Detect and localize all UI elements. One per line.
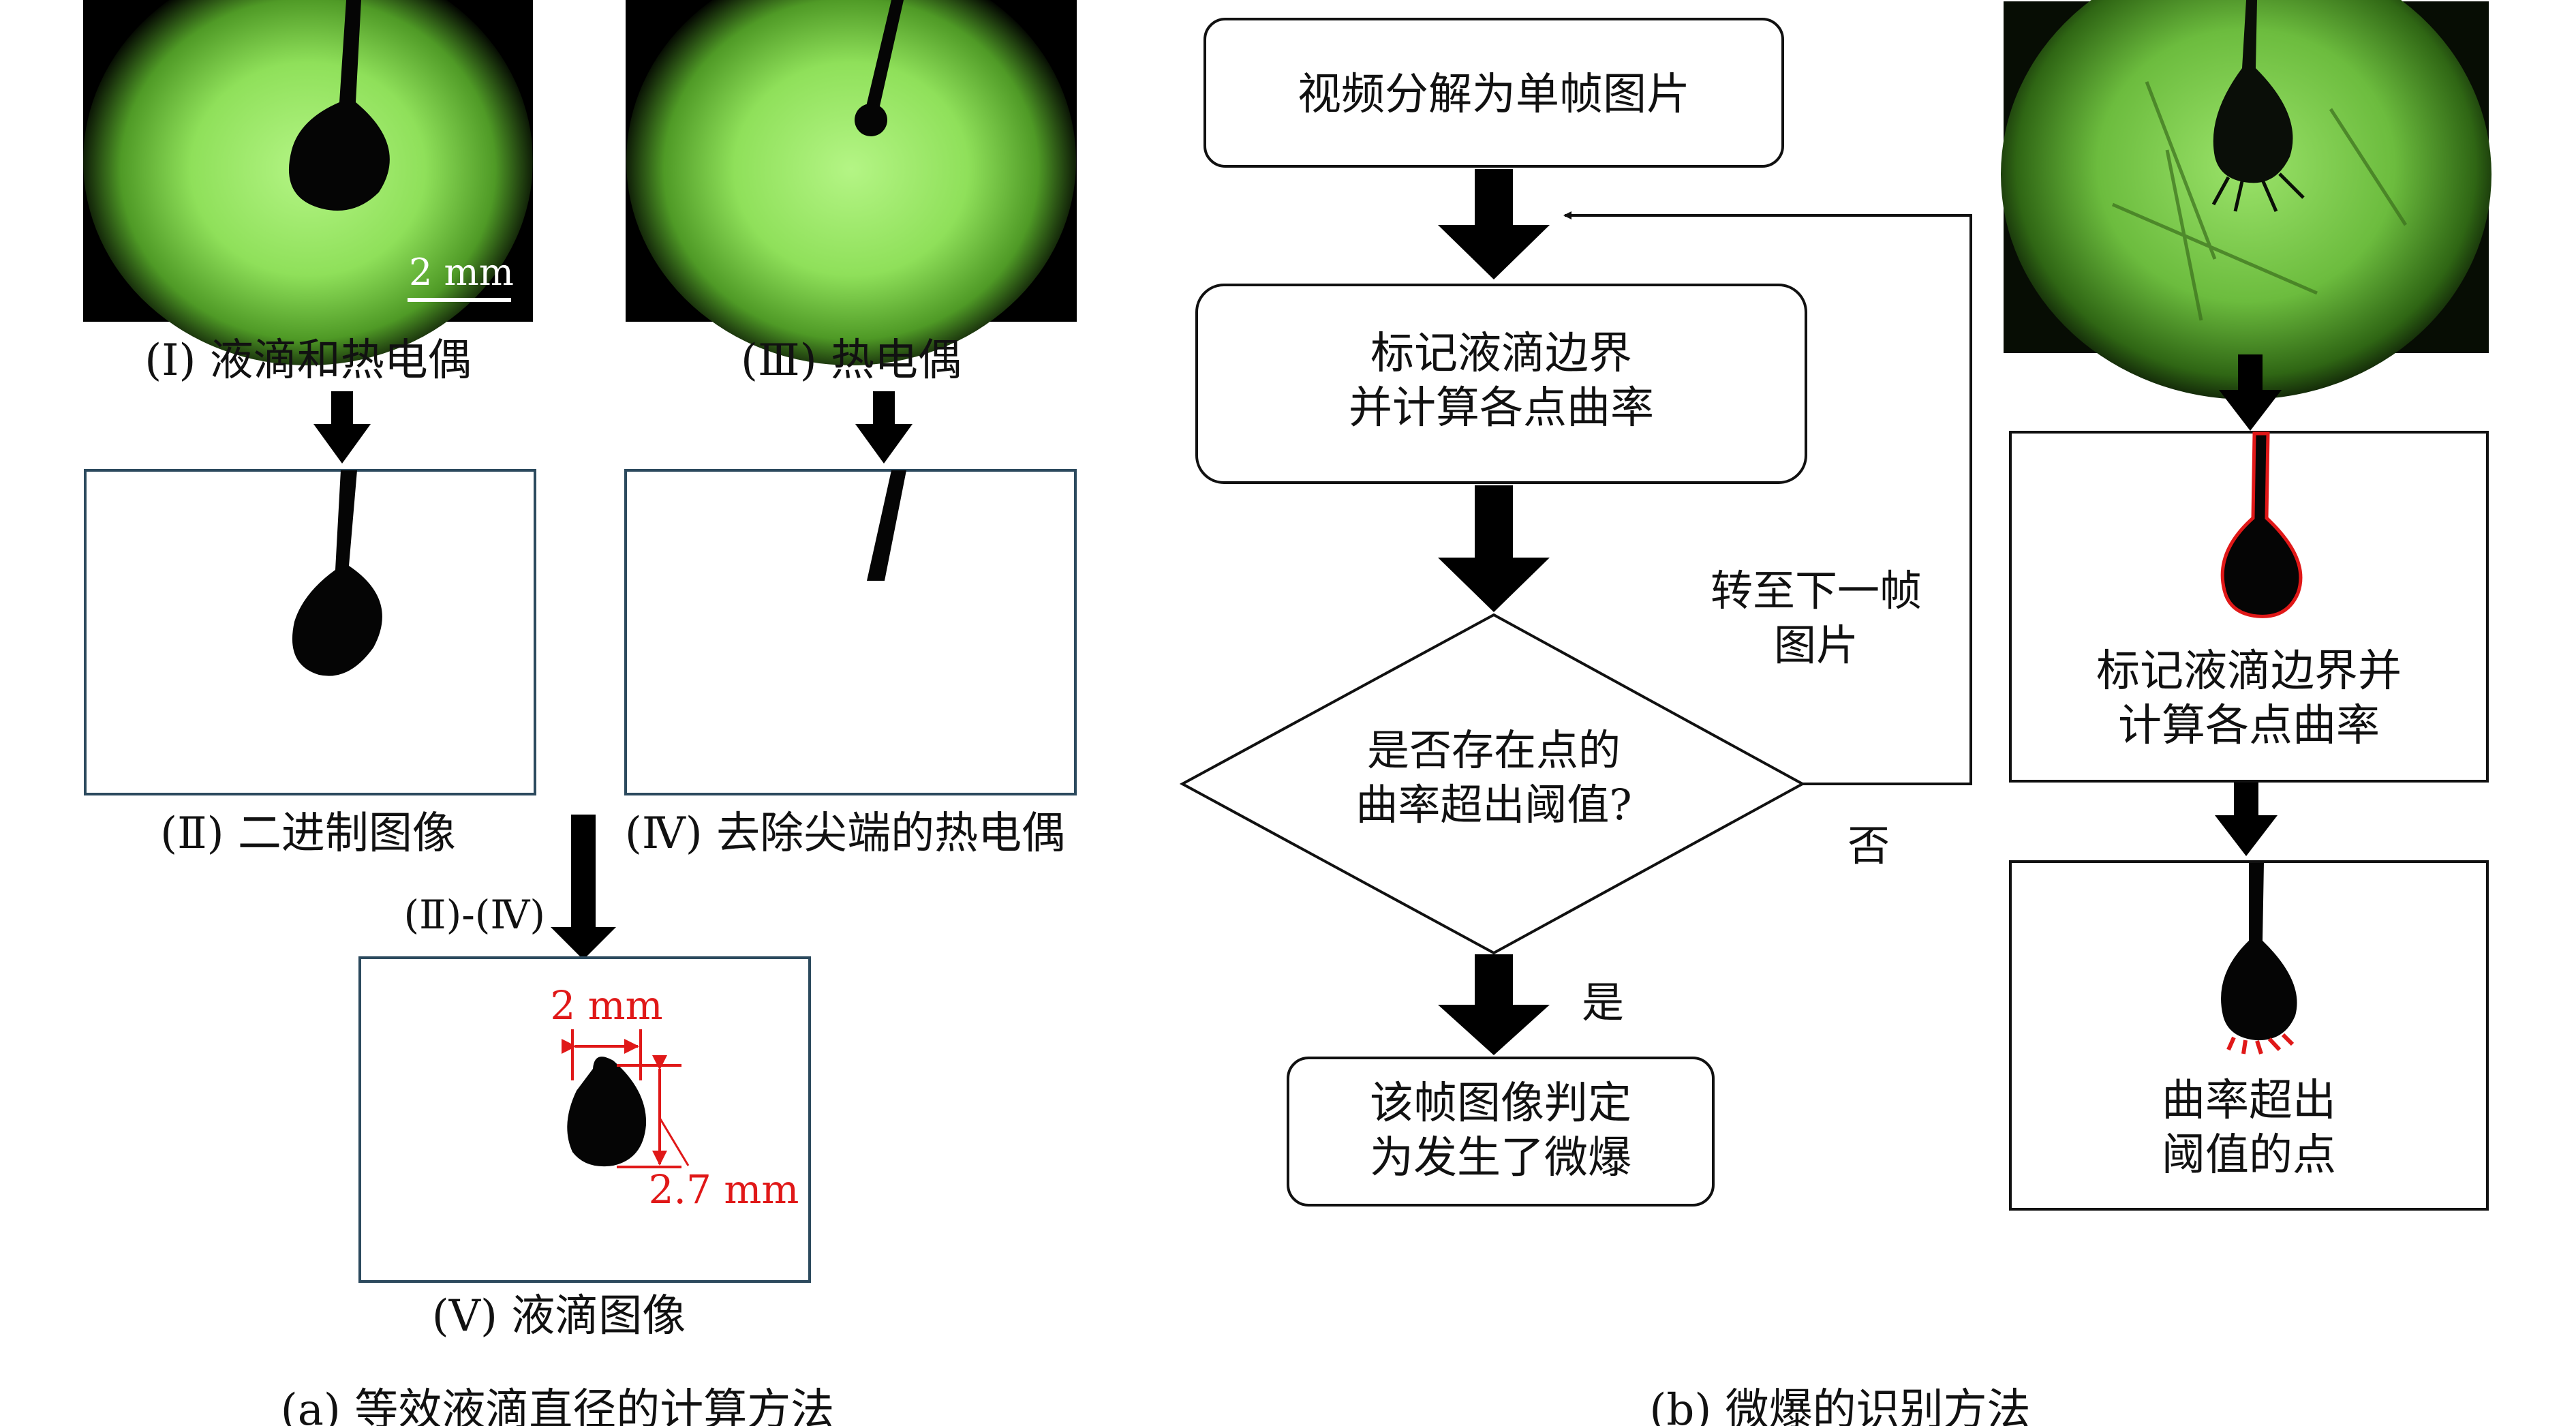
right-box-2-line2: 阈值的点	[2162, 1130, 2336, 1181]
flow-step-1	[1203, 18, 1784, 168]
caption-img3: (Ⅲ) 热电偶	[741, 335, 962, 386]
flow-arrow-2	[1438, 485, 1550, 612]
scale-label: 2 mm	[409, 251, 514, 294]
caption-img1: (Ⅰ) 液滴和热电偶	[144, 335, 472, 386]
height-label: 2.7 mm	[649, 1166, 799, 1213]
flow-loop-line	[1563, 211, 1972, 785]
flow-step-2	[1195, 284, 1807, 484]
right-box-2	[2009, 860, 2489, 1211]
flow-decision-line1: 是否存在点的	[1367, 725, 1621, 775]
flow-decision-line2: 曲率超出阈值?	[1355, 780, 1631, 830]
subtract-label: (Ⅱ)-(Ⅳ)	[404, 892, 545, 938]
width-label: 2 mm	[550, 982, 662, 1029]
right-arrow-2	[2215, 783, 2278, 856]
flow-step-1-label: 视频分解为单帧图片	[1298, 70, 1690, 120]
caption-img2: (Ⅱ) 二进制图像	[160, 808, 456, 859]
arrow-iii-to-iv	[855, 391, 913, 464]
flow-step-3-line2: 为发生了微爆	[1370, 1133, 1631, 1183]
loop-label-line1: 转至下一帧	[1711, 566, 1922, 616]
arrow-subtract	[551, 815, 616, 960]
yes-label: 是	[1582, 977, 1624, 1027]
right-box-2-line1: 曲率超出	[2162, 1076, 2336, 1126]
image-thermocouple-no-tip	[624, 469, 1077, 795]
right-arrow-1	[2219, 354, 2282, 431]
panel-b-title: (b) 微爆的识别方法	[1649, 1385, 2030, 1426]
loop-label-line2: 图片	[1774, 620, 1858, 670]
flow-decision	[1179, 613, 1806, 955]
droplet-dimensions	[562, 1029, 690, 1168]
right-box-1	[2009, 431, 2489, 783]
caption-img5: (Ⅴ) 液滴图像	[432, 1291, 686, 1341]
right-box-1-line2: 计算各点曲率	[2118, 701, 2380, 751]
flow-arrow-3	[1438, 954, 1550, 1055]
panel-a-title: (a) 等效液滴直径的计算方法	[281, 1385, 834, 1426]
flow-step-3	[1287, 1057, 1715, 1207]
image-droplet	[358, 956, 811, 1283]
image-thermocouple	[626, 0, 1077, 365]
image-droplet-thermocouple	[83, 0, 533, 365]
image-microexplosion	[2001, 0, 2491, 399]
flow-step-3-line1: 该帧图像判定	[1370, 1078, 1631, 1129]
flow-step-2-line2: 并计算各点曲率	[1349, 383, 1654, 434]
flow-arrow-1	[1438, 169, 1550, 279]
flow-step-2-line1: 标记液滴边界	[1370, 329, 1632, 379]
image-binary	[84, 469, 536, 795]
arrow-i-to-ii	[313, 391, 371, 464]
right-box-1-line1: 标记液滴边界并	[2096, 646, 2402, 697]
caption-img4: (Ⅳ) 去除尖端的热电偶	[625, 808, 1065, 859]
no-label: 否	[1847, 821, 1890, 870]
